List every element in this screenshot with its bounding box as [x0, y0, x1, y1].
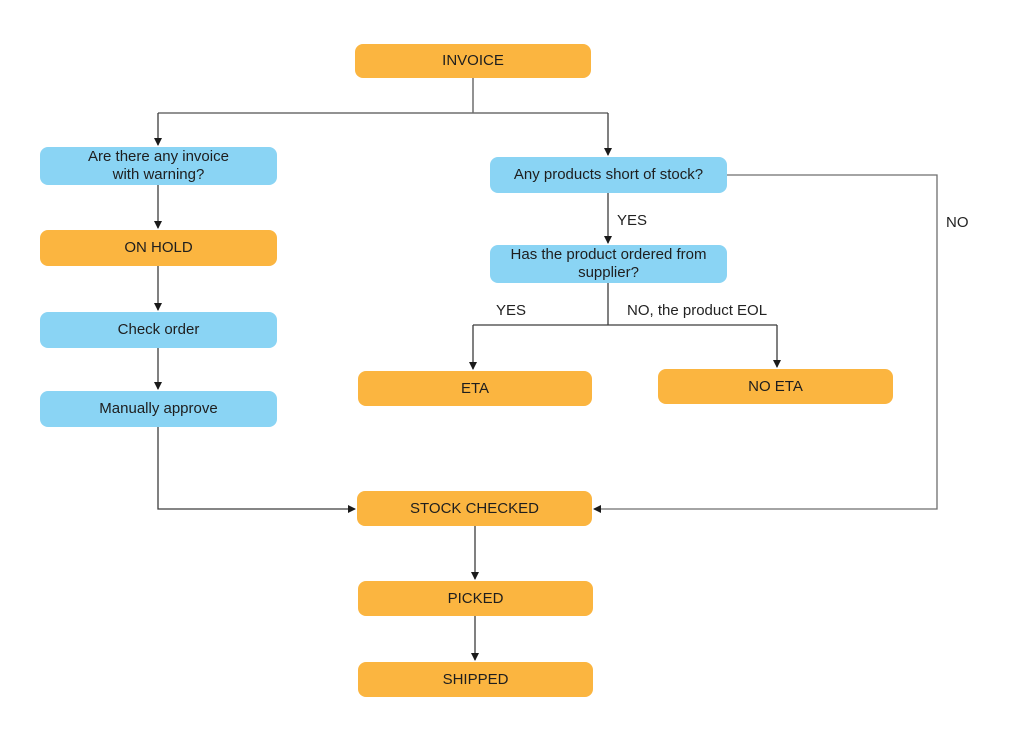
node-shipped: SHIPPED: [358, 662, 593, 697]
node-stock-checked: STOCK CHECKED: [357, 491, 592, 526]
edge-label-yes: YES: [617, 212, 648, 229]
node-on-hold: ON HOLD: [40, 230, 277, 266]
node-manually-approve: Manually approve: [40, 391, 277, 427]
node-invoice: INVOICE: [355, 44, 591, 78]
edge-manually-to-stockchecked: [157, 427, 356, 513]
node-supplier-ordered-question: Has the product ordered from supplier?: [490, 245, 727, 283]
edge-shortstock-no: [593, 174, 938, 513]
node-picked: PICKED: [358, 581, 593, 616]
node-check-order: Check order: [40, 312, 277, 348]
node-short-of-stock-question: Any products short of stock?: [490, 157, 727, 193]
edge-label-no: NO: [946, 214, 969, 231]
node-no-eta: NO ETA: [658, 369, 893, 404]
node-eta: ETA: [358, 371, 592, 406]
node-invoice-warning-question: Are there any invoice with warning?: [40, 147, 277, 185]
edge-label-yes: YES: [496, 302, 527, 319]
edge-label-no-product-eol: NO, the product EOL: [627, 302, 768, 319]
